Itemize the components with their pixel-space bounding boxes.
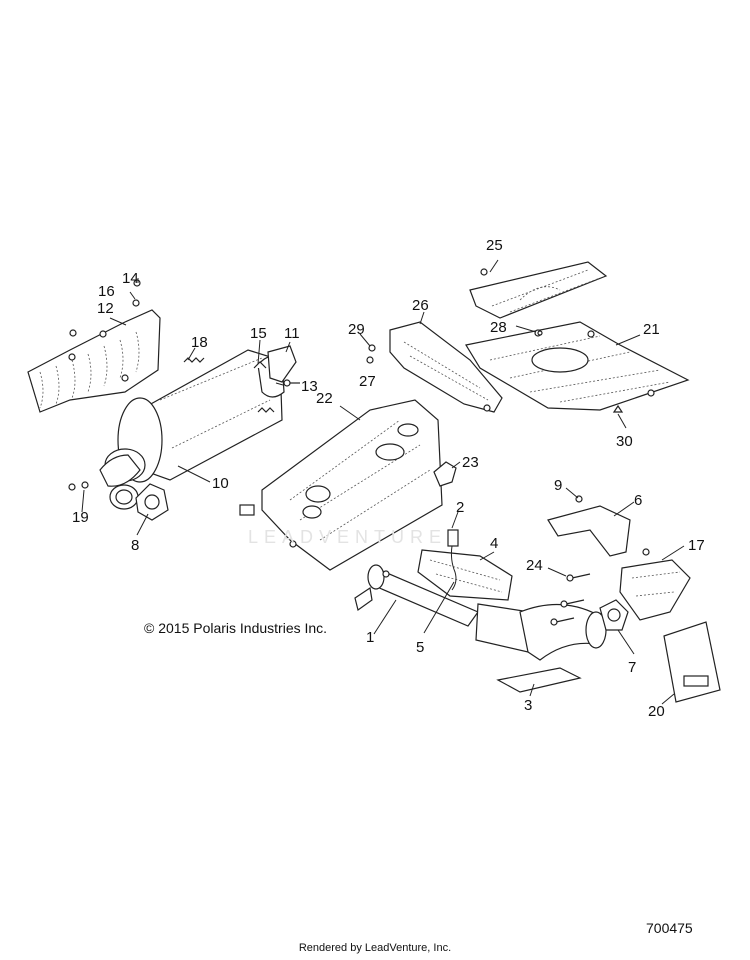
catalyst bbox=[475, 603, 607, 661]
head-pipe-1 bbox=[354, 564, 479, 627]
callout-3: 3 bbox=[524, 697, 532, 714]
spark-arrestor-11 bbox=[267, 345, 297, 383]
heat-shield-25 bbox=[469, 261, 608, 319]
callout-25: 25 bbox=[486, 237, 503, 254]
callout-16: 16 bbox=[98, 283, 115, 300]
callout-22: 22 bbox=[316, 390, 333, 407]
clip-15 bbox=[253, 361, 267, 369]
bolts-24 bbox=[550, 573, 591, 626]
callout-5: 5 bbox=[416, 639, 424, 656]
callout-18: 18 bbox=[191, 334, 208, 351]
callout-15: 15 bbox=[250, 325, 267, 342]
callout-2: 2 bbox=[456, 499, 464, 516]
gasket-7 bbox=[599, 599, 629, 631]
heat-shield-12 bbox=[27, 299, 161, 413]
fastener-28 bbox=[537, 330, 543, 336]
clip-23 bbox=[433, 461, 457, 487]
callout-1: 1 bbox=[366, 629, 374, 646]
callout-6: 6 bbox=[634, 492, 642, 509]
callout-28: 28 bbox=[490, 319, 507, 336]
callout-19: 19 bbox=[72, 509, 89, 526]
callout-9: 9 bbox=[554, 477, 562, 494]
callout-17: 17 bbox=[688, 537, 705, 554]
heat-shield-21 bbox=[465, 321, 690, 411]
callout-20: 20 bbox=[648, 703, 665, 720]
heat-shield-6 bbox=[547, 495, 631, 557]
leader-lines bbox=[81, 259, 685, 705]
callout-24: 24 bbox=[526, 557, 543, 574]
bolt-13 bbox=[283, 379, 300, 387]
callout-23: 23 bbox=[462, 454, 479, 471]
callout-12: 12 bbox=[97, 300, 114, 317]
callout-29: 29 bbox=[348, 321, 365, 338]
callout-13: 13 bbox=[301, 378, 318, 395]
callout-14: 14 bbox=[122, 270, 139, 287]
callout-21: 21 bbox=[643, 321, 660, 338]
spring-18 bbox=[183, 357, 205, 363]
o2-sensor-2 bbox=[447, 529, 459, 591]
callout-8: 8 bbox=[131, 537, 139, 554]
callout-26: 26 bbox=[412, 297, 429, 314]
copyright-text: © 2015 Polaris Industries Inc. bbox=[144, 620, 328, 636]
fastener-30 bbox=[612, 404, 624, 413]
heat-shield-22 bbox=[261, 399, 443, 571]
heat-shield-26 bbox=[389, 321, 503, 413]
fastener-29-27 bbox=[366, 344, 376, 364]
callout-27: 27 bbox=[359, 373, 376, 390]
bracket-3 bbox=[496, 667, 582, 693]
footer-credit: Rendered by LeadVenture, Inc. bbox=[298, 942, 452, 954]
skid-plate-20 bbox=[663, 621, 721, 703]
callout-30: 30 bbox=[616, 433, 633, 450]
callout-10: 10 bbox=[212, 475, 229, 492]
callout-7: 7 bbox=[628, 659, 636, 676]
watermark: LEADVENTURE bbox=[248, 527, 448, 547]
heat-shield-17 bbox=[619, 548, 691, 621]
callout-11: 11 bbox=[284, 325, 300, 342]
diagram-id: 700475 bbox=[646, 920, 693, 936]
gasket-8 bbox=[135, 483, 169, 521]
callout-4: 4 bbox=[490, 535, 498, 552]
heat-shield-4 bbox=[417, 549, 513, 601]
spring-lower bbox=[257, 407, 275, 413]
